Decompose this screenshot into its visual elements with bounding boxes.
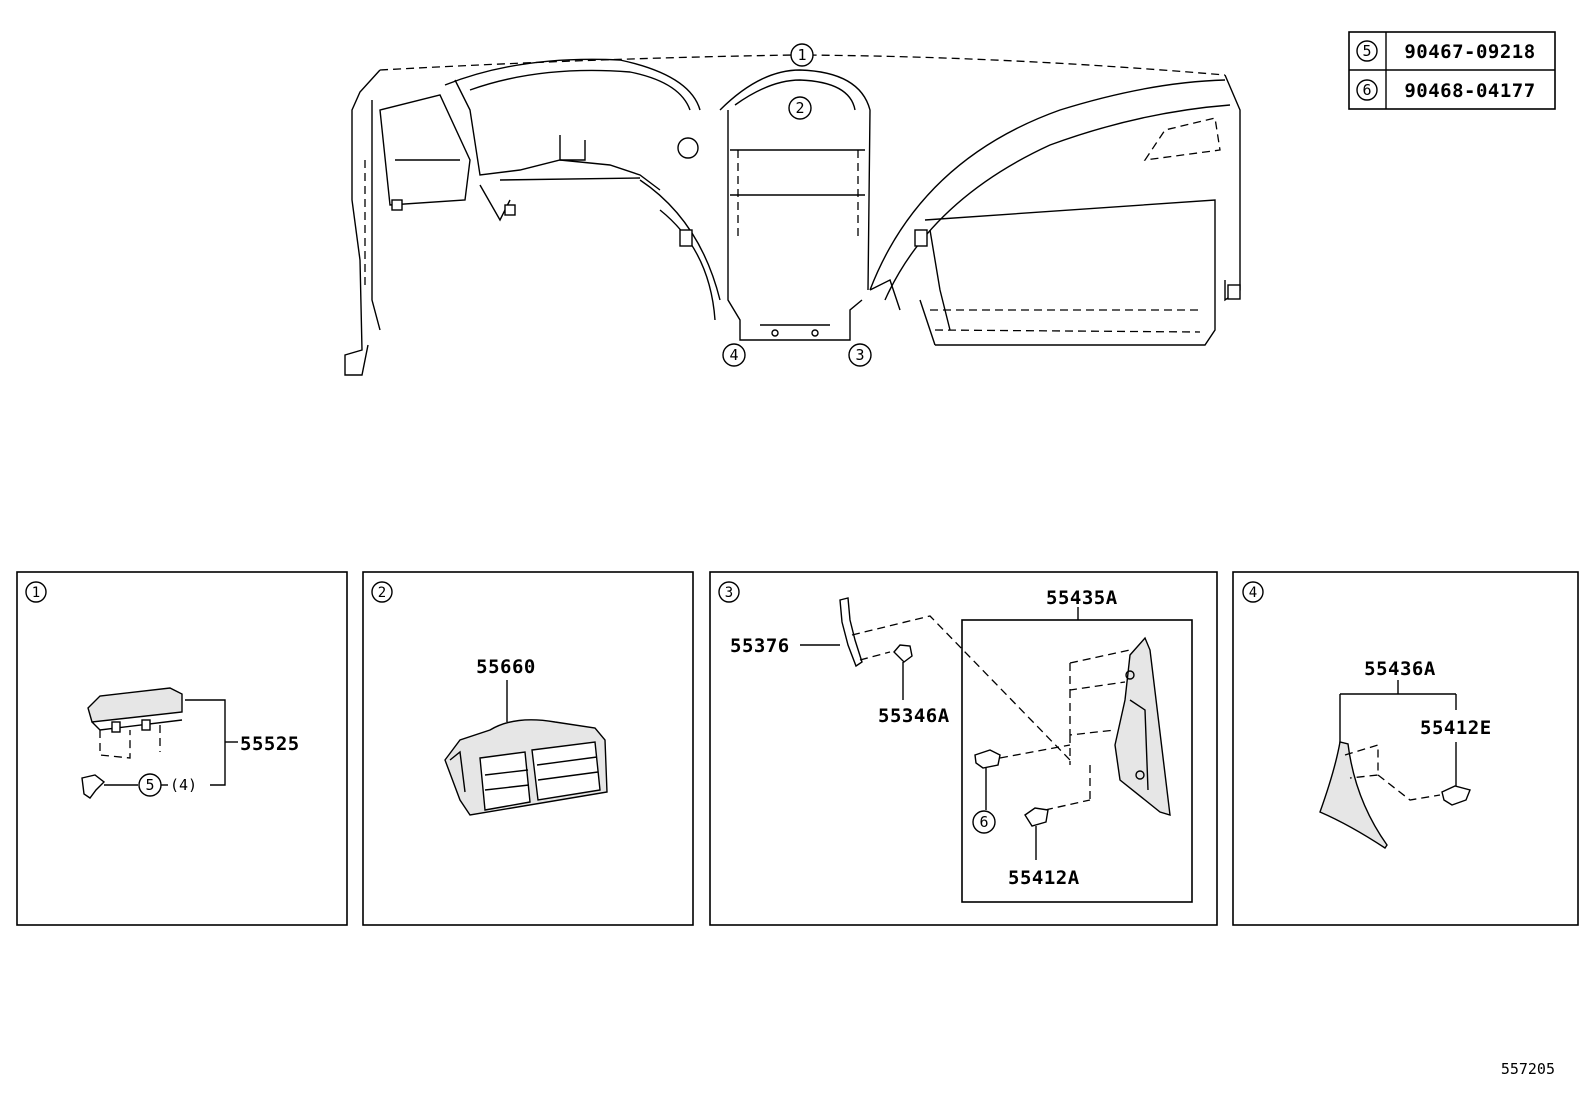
legend-part-number: 90467-09218 [1404, 41, 1535, 63]
side-cover-part-drawing [1114, 636, 1171, 816]
svg-text:3: 3 [855, 346, 864, 364]
overview-callout-3: 3 [848, 343, 872, 367]
panel-number: 2 [378, 585, 386, 601]
part-number-55435A: 55435A [1046, 587, 1118, 609]
end-cover-part-drawing [87, 687, 183, 759]
legend-row-6: 6 90468-04177 [1356, 79, 1535, 102]
overview-callout-4: 4 [722, 343, 746, 367]
part-number-55412A: 55412A [1008, 867, 1080, 889]
overview-callout-1: 1 [790, 43, 814, 67]
clip-part-drawing [81, 774, 106, 799]
detail-panel-3: 3 55376 55346A 55435A 6 [709, 571, 1218, 926]
part-number-55412E: 55412E [1420, 717, 1492, 739]
quantity-label: (4) [170, 776, 197, 794]
svg-text:2: 2 [795, 99, 804, 117]
fastener-ref: 6 [979, 813, 988, 831]
bracket-part-drawing [839, 597, 863, 668]
part-number-55376: 55376 [730, 635, 790, 657]
detail-panel-2: 2 55660 [362, 571, 694, 926]
svg-text:4: 4 [729, 346, 738, 364]
legend-num: 6 [1362, 81, 1371, 99]
detail-panel-1: 1 55525 5 (4) [16, 571, 348, 926]
part-number-55525: 55525 [240, 733, 300, 755]
part-number-55346A: 55346A [878, 705, 950, 727]
center-vent-part-drawing [444, 719, 608, 816]
panel-number: 3 [725, 585, 733, 601]
svg-text:1: 1 [797, 46, 806, 64]
part-number-55660: 55660 [476, 656, 536, 678]
clip-part-drawing [1441, 785, 1471, 806]
panel-number: 1 [32, 585, 40, 601]
legend-part-number: 90468-04177 [1404, 80, 1535, 102]
clip-part-drawing [1024, 807, 1049, 827]
dashboard-overview-drawing [344, 54, 1241, 376]
nut-part-drawing [893, 644, 913, 663]
legend-table: 5 90467-09218 6 90468-04177 [1348, 31, 1556, 110]
clip-part-drawing [974, 749, 1001, 769]
legend-num: 5 [1362, 42, 1371, 60]
overview-callout-2: 2 [788, 96, 812, 120]
panel-number: 4 [1249, 585, 1257, 601]
detail-panel-4: 4 55436A 55412E [1232, 571, 1579, 926]
side-cover-part-drawing [1319, 741, 1388, 849]
part-number-55436A: 55436A [1364, 658, 1436, 680]
diagram-id-label: 557205 [1501, 1060, 1555, 1078]
legend-row-5: 5 90467-09218 [1356, 40, 1535, 63]
fastener-ref: 5 [145, 776, 154, 794]
